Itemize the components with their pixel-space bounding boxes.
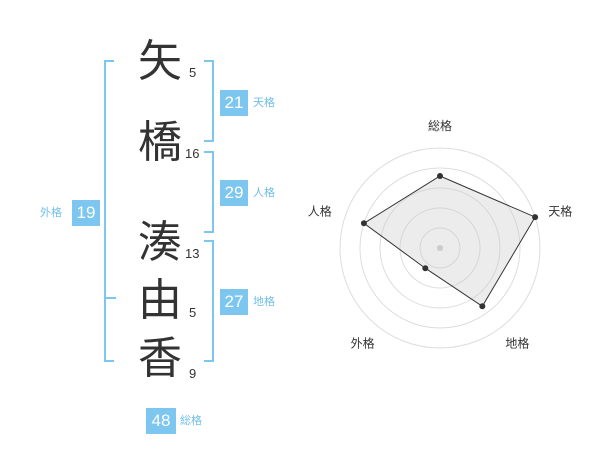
name-char-2: 橋: [138, 117, 182, 168]
stroke-count-3: 13: [185, 246, 200, 261]
radar-center-dot: [437, 245, 443, 251]
jinkaku-badge: 29: [220, 180, 248, 206]
radar-axis-label: 外格: [351, 335, 375, 350]
radar-data-area: [363, 175, 536, 307]
jinkaku-bracket: [204, 151, 214, 233]
radar-axis-label: 総格: [428, 118, 452, 133]
tenkaku-bracket: [204, 60, 214, 142]
stroke-count-5: 9: [189, 366, 197, 381]
chikaku-bracket: [204, 240, 214, 362]
radar-ring: [419, 227, 461, 269]
chikaku-label: 地格: [253, 295, 275, 308]
gaikaku-bracket: [104, 60, 114, 362]
soukaku-badge: 48: [146, 408, 176, 434]
gaikaku-badge: 19: [72, 200, 100, 226]
chikaku-badge: 27: [220, 289, 248, 315]
name-char-4: 由: [138, 275, 182, 326]
tenkaku-label: 天格: [253, 96, 275, 109]
stroke-count-2: 16: [185, 146, 200, 161]
jinkaku-label: 人格: [253, 186, 275, 199]
gaikaku-bracket-tick: [106, 297, 116, 299]
radar-point-5: [360, 220, 367, 227]
gaikaku-label: 外格: [40, 206, 62, 219]
radar-point-4: [422, 265, 429, 272]
radar-ring: [359, 167, 521, 329]
name-char-1: 矢: [138, 36, 182, 87]
radar-ring: [379, 187, 501, 309]
radar-point-3: [479, 303, 486, 310]
name-char-5: 香: [138, 333, 182, 384]
name-char-3: 湊: [138, 217, 182, 268]
radar-point-1: [437, 173, 443, 179]
tenkaku-badge: 21: [220, 90, 248, 116]
radar-axis-label: 天格: [548, 204, 572, 219]
radar-point-2: [532, 214, 539, 221]
radar-axis-label: 地格: [505, 335, 529, 350]
soukaku-label: 総格: [180, 414, 202, 427]
stroke-count-1: 5: [189, 65, 197, 80]
radar-axis-label: 人格: [308, 204, 332, 219]
radar-ring: [399, 207, 481, 289]
stroke-count-4: 5: [189, 305, 197, 320]
